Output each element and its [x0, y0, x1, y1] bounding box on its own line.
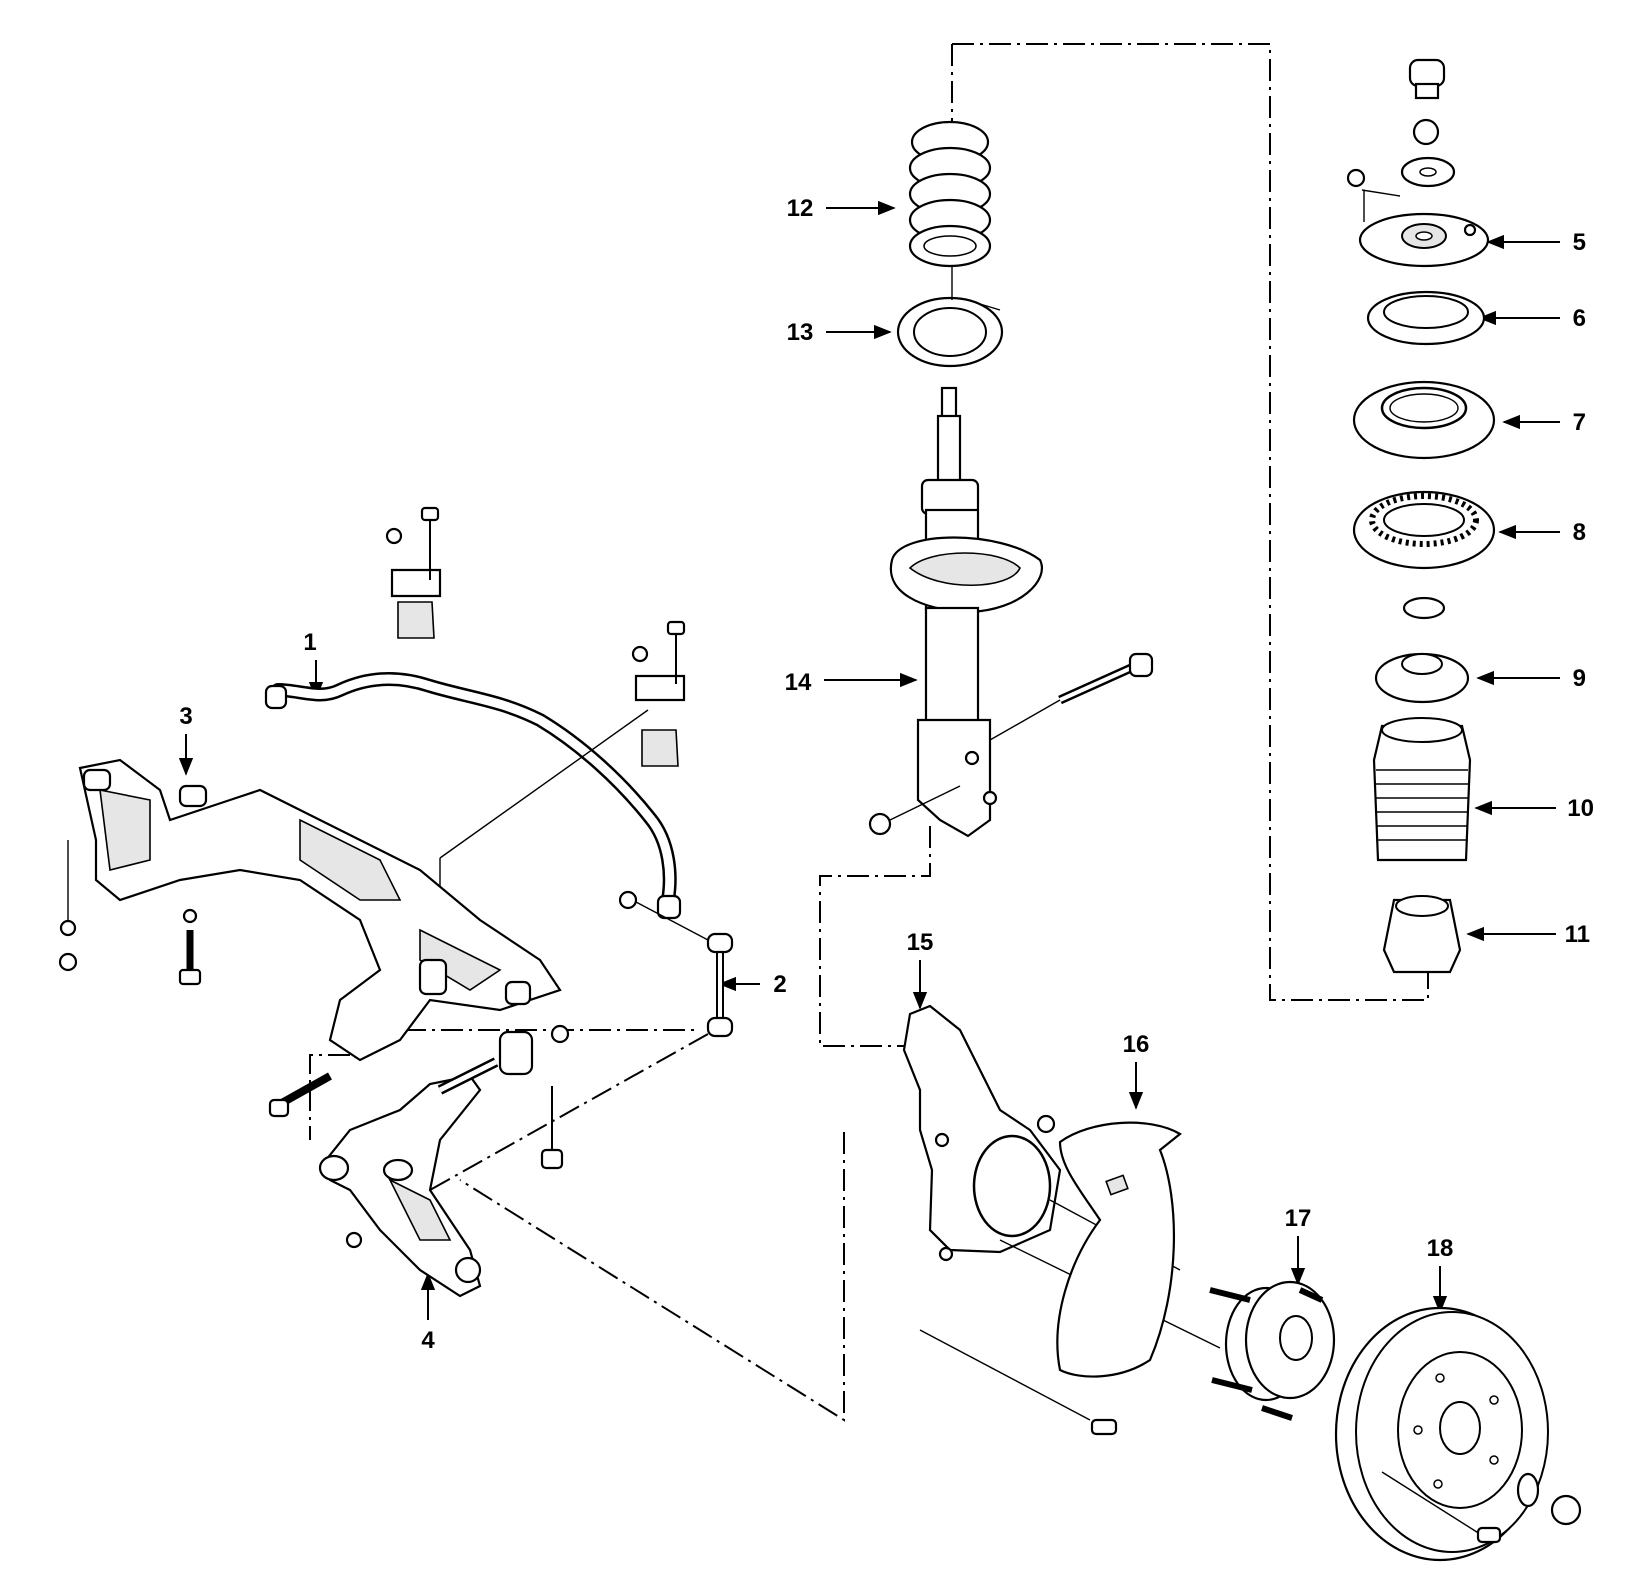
callout-label-2: 2 [773, 971, 786, 998]
callout-4: 4 [420, 1272, 435, 1354]
clamp-nut-left [385, 527, 403, 545]
callout-label-10: 10 [1567, 795, 1594, 822]
callout-label-12: 12 [787, 195, 814, 222]
spring-seat-upper [1352, 490, 1496, 620]
axle-nut [1550, 1494, 1582, 1526]
clamp-nut-right [631, 645, 649, 663]
spring-upper-insulator [1352, 380, 1496, 460]
subframe-bushing-center [418, 958, 448, 996]
arm-front-bushing [318, 1154, 350, 1182]
ball-joint [454, 1256, 482, 1284]
callout-label-14: 14 [785, 669, 812, 696]
strut-rod-thread [940, 386, 958, 420]
strut-rod [936, 414, 962, 490]
strut-mount [1346, 168, 1490, 268]
dust-boot [1372, 717, 1472, 862]
brake-rotor [1334, 1306, 1582, 1562]
spring-upper-seat [896, 296, 1004, 368]
stabilizer-clamp-right [439, 620, 686, 920]
shield-bolt [1090, 1418, 1118, 1436]
strut-bearing [1366, 290, 1486, 346]
steering-knuckle [902, 1004, 1221, 1349]
callout-7: 7 [1502, 409, 1586, 436]
brake-dust-shield [919, 1121, 1182, 1436]
callout-label-15: 15 [907, 929, 934, 956]
subframe-nut [58, 952, 78, 972]
callout-label-3: 3 [179, 703, 192, 730]
callout-18: 18 [1427, 1235, 1454, 1314]
bar-end-left [264, 684, 288, 710]
axle-washer [1516, 1472, 1540, 1508]
arm-pivot-bolt [278, 1072, 332, 1108]
callout-10: 10 [1474, 795, 1594, 822]
coil-spring [908, 120, 992, 300]
callout-14: 14 [785, 669, 918, 696]
stabilizer-link [429, 890, 734, 1191]
callout-label-7: 7 [1573, 409, 1586, 436]
strut-assembly [868, 386, 1154, 838]
strut-mount-cap [1400, 58, 1456, 188]
callout-15: 15 [907, 929, 934, 1010]
jounce-bumper-seat [1374, 652, 1470, 704]
subframe-bushing-left [82, 768, 112, 792]
callout-label-18: 18 [1427, 1235, 1454, 1262]
strut-knuckle-bracket [916, 718, 992, 838]
callout-16: 16 [1123, 1031, 1150, 1110]
bar-end-right [656, 894, 682, 920]
subframe-washer [59, 919, 77, 937]
subframe-bushing-right [504, 980, 532, 1006]
callout-13: 13 [787, 319, 892, 346]
callout-label-8: 8 [1573, 519, 1586, 546]
callout-label-13: 13 [787, 319, 814, 346]
strut-nut [868, 812, 892, 836]
callout-9: 9 [1476, 665, 1586, 692]
knuckle-bore [972, 1134, 1052, 1238]
callout-label-9: 9 [1573, 665, 1586, 692]
seat-washer [1402, 596, 1446, 620]
subframe-bushing-rear [178, 784, 208, 808]
callout-17: 17 [1285, 1205, 1312, 1286]
callout-5: 5 [1486, 229, 1586, 256]
callout-label-4: 4 [421, 1327, 435, 1354]
callout-label-16: 16 [1123, 1031, 1150, 1058]
stabilizer-clamp-left [385, 506, 442, 639]
jounce-bumper [1382, 895, 1462, 974]
callout-6: 6 [1478, 305, 1586, 332]
subframe-bolt [178, 968, 202, 986]
lower-control-arm [268, 1024, 570, 1298]
arm-rear-bushing [498, 1030, 534, 1076]
callout-label-17: 17 [1285, 1205, 1312, 1232]
callout-3: 3 [178, 703, 194, 776]
callout-11: 11 [1466, 921, 1590, 948]
callout-label-11: 11 [1565, 921, 1590, 948]
mount-nut [1412, 118, 1440, 146]
assembly-guide-lines [309, 43, 1429, 1422]
stabilizer-bar [264, 672, 682, 920]
rotor-screw [1476, 1526, 1502, 1544]
subframe [58, 758, 562, 1062]
callout-label-5: 5 [1573, 229, 1586, 256]
callout-8: 8 [1498, 519, 1586, 546]
callout-12: 12 [787, 195, 896, 222]
callout-label-1: 1 [303, 629, 316, 656]
callout-label-6: 6 [1573, 305, 1586, 332]
wheel-hub-bearing [1209, 1280, 1336, 1421]
callout-2: 2 [718, 971, 787, 998]
